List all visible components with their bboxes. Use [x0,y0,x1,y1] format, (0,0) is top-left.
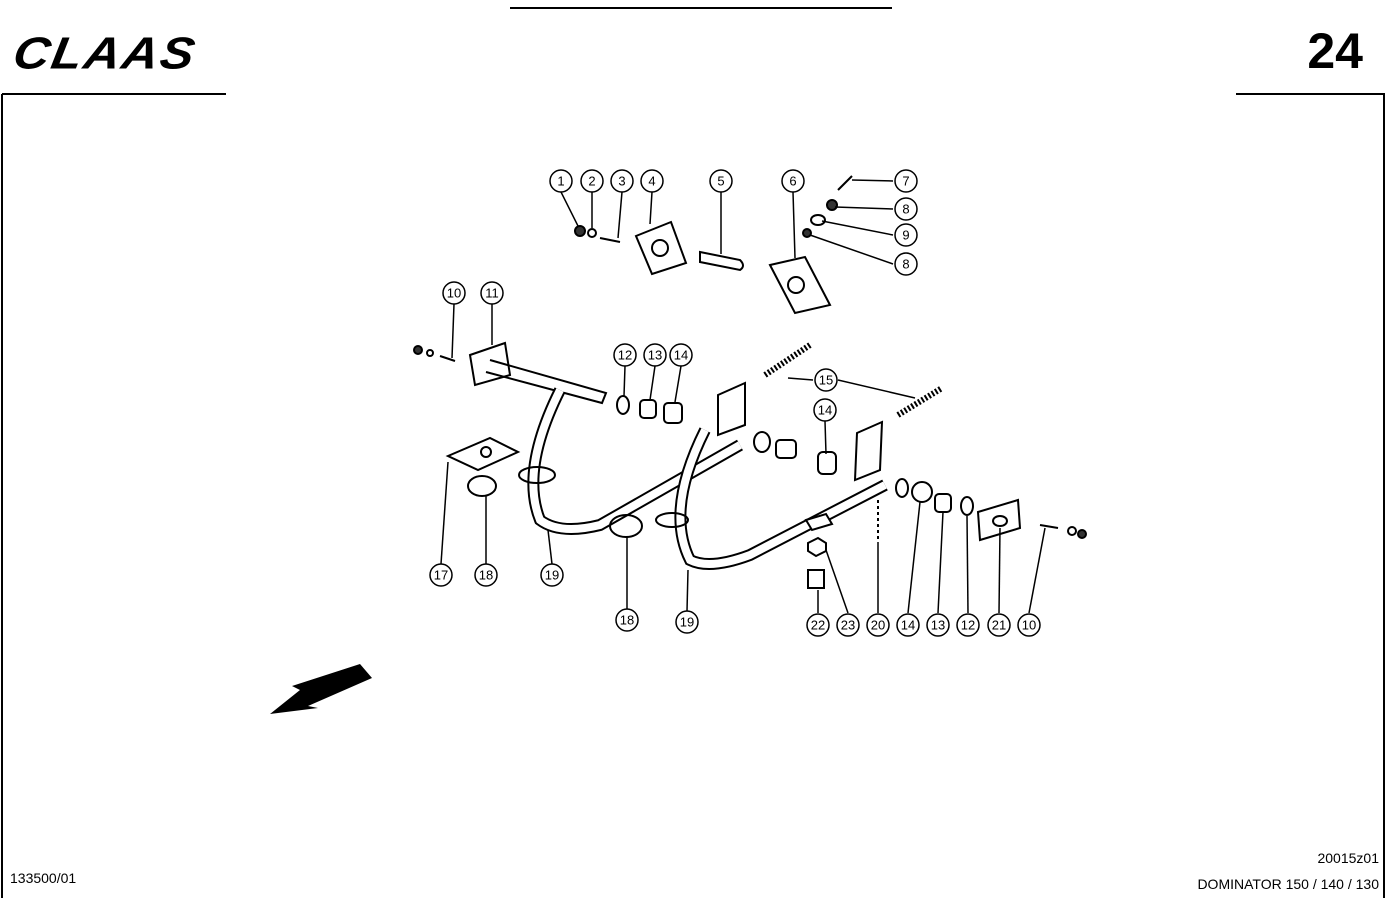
callout-labels: 1 2 3 4 5 6 7 8 9 8 10 11 12 13 14 15 14… [434,174,1036,633]
leader-lines [440,179,1046,614]
callout-20: 20 [871,618,885,633]
callout-8: 8 [902,202,909,217]
callout-9: 9 [902,228,909,243]
parts-artwork [413,175,1087,589]
callout-14: 14 [674,348,688,363]
callout-7: 7 [902,174,909,189]
callout-6: 6 [789,174,796,189]
direction-arrow-icon [270,664,372,714]
callout-11: 11 [485,286,499,301]
callout-10: 10 [1022,618,1036,633]
callout-13: 13 [648,348,662,363]
callout-2: 2 [588,174,595,189]
callout-circles [429,169,1041,637]
callout-10: 10 [447,286,461,301]
page-number: 24 [1307,23,1363,79]
callout-14: 14 [901,618,915,633]
callout-23: 23 [841,618,855,633]
callout-12: 12 [618,348,632,363]
callout-1: 1 [557,174,564,189]
callout-13: 13 [931,618,945,633]
callout-8: 8 [902,257,909,272]
callout-14: 14 [818,403,832,418]
callout-19: 19 [680,615,694,630]
callout-17: 17 [434,568,448,583]
callout-3: 3 [618,174,625,189]
callout-21: 21 [992,618,1006,633]
drawing-code: 20015z01 [1317,850,1379,866]
callout-4: 4 [648,174,655,189]
callout-18: 18 [620,613,634,628]
model-designation: DOMINATOR 150 / 140 / 130 [1197,876,1379,892]
callout-12: 12 [961,618,975,633]
callout-19: 19 [545,568,559,583]
callout-5: 5 [717,174,724,189]
callout-22: 22 [811,618,825,633]
callout-15: 15 [819,373,833,388]
document-number: 133500/01 [10,870,77,886]
callout-18: 18 [479,568,493,583]
